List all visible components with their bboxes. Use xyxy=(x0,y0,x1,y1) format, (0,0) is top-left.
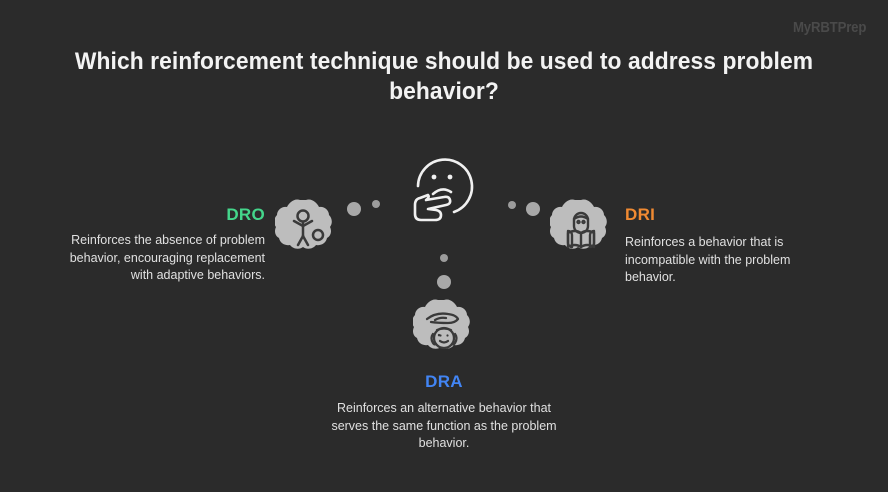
dra-icon-badge xyxy=(412,298,475,360)
dri-label: DRI xyxy=(625,205,656,224)
watermark-logo: MyRBTPrep xyxy=(792,19,866,36)
person-raised-arms-icon xyxy=(292,209,325,247)
dro-label: DRO xyxy=(226,205,265,224)
connector-dot-left-small xyxy=(372,200,380,208)
branch-dro: DRO Reinforces the absence of problem be… xyxy=(60,205,265,285)
dri-description: Reinforces a behavior that is incompatib… xyxy=(625,235,791,284)
dra-label: DRA xyxy=(425,372,463,391)
connector-dot-right-large xyxy=(526,202,540,216)
face-with-hands-icon xyxy=(425,312,460,350)
branch-dri: DRI Reinforces a behavior that is incomp… xyxy=(625,205,840,287)
dra-description: Reinforces an alternative behavior that … xyxy=(331,401,557,450)
connector-dot-left-large xyxy=(347,202,361,216)
dri-icon-badge xyxy=(549,198,612,260)
person-reading-book-icon xyxy=(566,211,596,249)
branch-dra: DRA Reinforces an alternative behavior t… xyxy=(330,372,558,453)
page-title: Which reinforcement technique should be … xyxy=(74,48,814,105)
dro-description: Reinforces the absence of problem behavi… xyxy=(69,233,265,282)
connector-dot-bottom-large xyxy=(437,275,451,289)
dro-icon-badge xyxy=(274,198,337,260)
connector-dot-bottom-small xyxy=(440,254,448,262)
thinking-face-icon xyxy=(406,150,484,228)
connector-dot-right-small xyxy=(508,201,516,209)
